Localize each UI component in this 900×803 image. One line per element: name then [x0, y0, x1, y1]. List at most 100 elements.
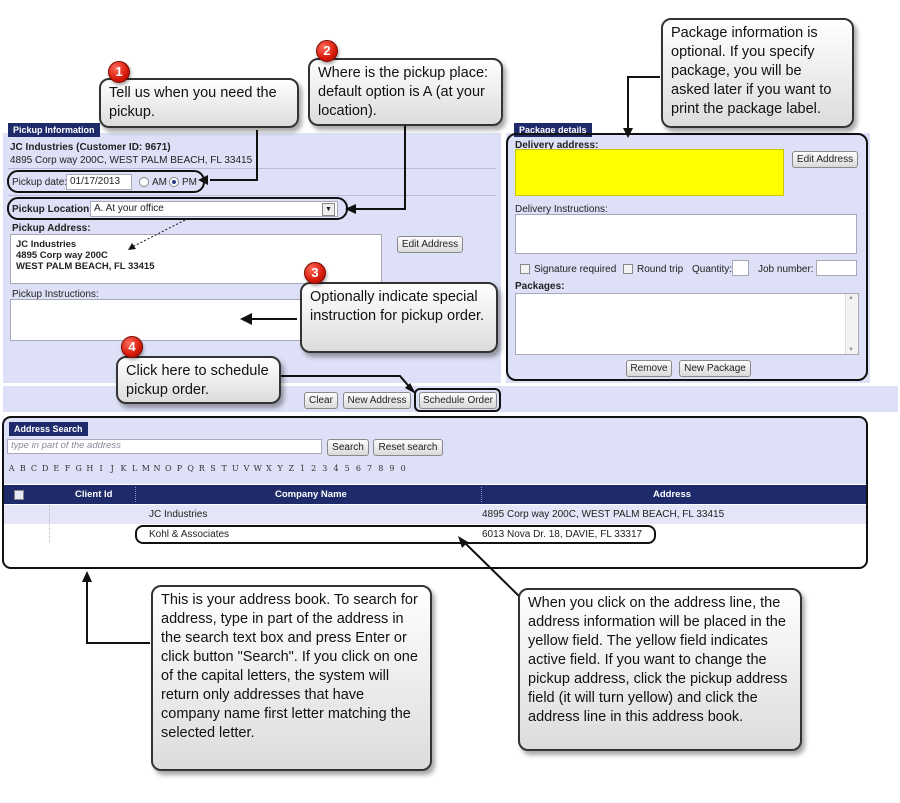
- schedule-order-button[interactable]: Schedule Order: [419, 392, 497, 409]
- callout-address-book-text: This is your address book. To search for…: [161, 592, 418, 741]
- letter-filter-item[interactable]: C: [30, 464, 38, 473]
- pickup-address-line: 4895 Corp way 200C: [16, 250, 108, 261]
- letter-filter-item[interactable]: 0: [400, 464, 406, 473]
- column-company-name[interactable]: Company Name: [275, 489, 347, 500]
- column-client-id[interactable]: Client Id: [75, 489, 113, 500]
- pickup-address-line: WEST PALM BEACH, FL 33415: [16, 261, 155, 272]
- letter-filter-item[interactable]: N: [153, 464, 161, 473]
- letter-filter-item[interactable]: 2: [311, 464, 317, 473]
- letter-filter-item[interactable]: H: [86, 464, 94, 473]
- letter-filter-item[interactable]: V: [243, 464, 250, 473]
- new-package-button[interactable]: New Package: [679, 360, 751, 377]
- packages-list[interactable]: ▲ ▼: [515, 293, 859, 355]
- pickup-location-label: Pickup Location:: [12, 204, 93, 215]
- letter-filter-item[interactable]: F: [64, 464, 71, 473]
- callout-package-text: Package information is optional. If you …: [671, 25, 832, 117]
- letter-filter-item[interactable]: L: [132, 464, 138, 473]
- scroll-down-icon[interactable]: ▼: [848, 347, 854, 353]
- divider: [8, 195, 496, 196]
- pm-radio[interactable]: [169, 177, 179, 187]
- schedule-highlight-ring: [414, 388, 501, 412]
- callout-address-book: This is your address book. To search for…: [151, 585, 432, 771]
- scrollbar[interactable]: ▲ ▼: [845, 294, 858, 354]
- signature-checkbox[interactable]: [520, 264, 530, 274]
- pickup-address-label: Pickup Address:: [12, 223, 91, 234]
- reset-search-button[interactable]: Reset search: [373, 439, 443, 456]
- callout-2-text: Where is the pickup place: default optio…: [318, 65, 489, 119]
- pickup-location-select[interactable]: A. At your office ▼: [90, 201, 338, 217]
- pickup-date-input[interactable]: 01/17/2013: [66, 174, 132, 190]
- arrow-book: [86, 580, 150, 644]
- job-number-input[interactable]: [816, 260, 857, 276]
- letter-filter-item[interactable]: S: [210, 464, 216, 473]
- letter-filter-item[interactable]: K: [120, 464, 127, 473]
- letter-filter-item[interactable]: T: [221, 464, 227, 473]
- pm-label: PM: [182, 177, 197, 188]
- letter-filter-item[interactable]: W: [253, 464, 262, 473]
- callout-package: Package information is optional. If you …: [661, 18, 854, 128]
- am-radio[interactable]: [139, 177, 149, 187]
- pickup-address-line: JC Industries: [16, 239, 77, 250]
- letter-filter-item[interactable]: Q: [187, 464, 194, 473]
- remove-package-button[interactable]: Remove: [626, 360, 672, 377]
- package-highlight-ring: [506, 133, 868, 381]
- letter-filter-item[interactable]: 7: [367, 464, 373, 473]
- letter-filter-item[interactable]: P: [176, 464, 183, 473]
- delivery-address-field[interactable]: [515, 149, 784, 196]
- address-search-placeholder: type in part of the address: [11, 440, 121, 451]
- letter-filter-item[interactable]: X: [266, 464, 272, 473]
- edit-pickup-address-button[interactable]: Edit Address: [397, 236, 463, 253]
- letter-filter-item[interactable]: M: [141, 464, 150, 473]
- select-all-checkbox[interactable]: [14, 490, 24, 500]
- pickup-header: Pickup Information: [8, 123, 100, 137]
- clear-button[interactable]: Clear: [304, 392, 338, 409]
- callout-2-badge: 2: [316, 40, 338, 62]
- letter-filter-item[interactable]: 1: [299, 464, 306, 473]
- scroll-up-icon[interactable]: ▲: [848, 295, 854, 301]
- letter-filter-item[interactable]: 8: [378, 464, 384, 473]
- callout-1: Tell us when you need the pickup.: [99, 78, 299, 128]
- callout-4-text: Click here to schedule pickup order.: [126, 363, 269, 398]
- edit-delivery-address-button[interactable]: Edit Address: [792, 151, 858, 168]
- round-trip-checkbox[interactable]: [623, 264, 633, 274]
- signature-label: Signature required: [534, 264, 617, 275]
- callout-1-text: Tell us when you need the pickup.: [109, 85, 277, 120]
- delivery-instructions-textarea[interactable]: [515, 214, 857, 254]
- letter-filter-item[interactable]: 3: [322, 464, 328, 473]
- callout-3-text: Optionally indicate special instruction …: [310, 289, 485, 324]
- letter-filter-item[interactable]: O: [164, 464, 172, 473]
- letter-filter-item[interactable]: 4: [333, 464, 339, 473]
- arrow-pkg: [627, 76, 660, 130]
- letter-filter-item[interactable]: 5: [344, 464, 350, 473]
- table-row[interactable]: JC Industries 4895 Corp way 200C, WEST P…: [3, 505, 866, 524]
- quantity-input[interactable]: [732, 260, 749, 276]
- column-address[interactable]: Address: [653, 489, 692, 500]
- letter-filter-item[interactable]: A: [8, 464, 15, 473]
- letter-filter-item[interactable]: 9: [389, 464, 395, 473]
- letter-filter-item[interactable]: J: [110, 464, 114, 473]
- letter-filter-item[interactable]: 6: [355, 464, 361, 473]
- letter-filter-item[interactable]: I: [99, 464, 103, 473]
- letter-filter-item[interactable]: Y: [277, 464, 283, 473]
- search-button[interactable]: Search: [327, 439, 369, 456]
- customer-name: JC Industries (Customer ID: 9671): [10, 142, 171, 153]
- letter-filter-item[interactable]: E: [53, 464, 60, 473]
- new-address-button[interactable]: New Address: [343, 392, 411, 409]
- letter-filter-item[interactable]: U: [231, 464, 239, 473]
- address-cell: 4895 Corp way 200C, WEST PALM BEACH, FL …: [482, 509, 725, 520]
- callout-3: Optionally indicate special instruction …: [300, 282, 498, 353]
- letter-filter-item[interactable]: Z: [288, 464, 295, 473]
- row-highlight-ring: [135, 525, 656, 544]
- callout-1-badge: 1: [108, 61, 130, 83]
- address-book-highlight-ring: [2, 416, 868, 569]
- address-search-input[interactable]: type in part of the address: [7, 439, 322, 454]
- letter-filter-item[interactable]: R: [198, 464, 205, 473]
- letter-filter-item[interactable]: D: [41, 464, 49, 473]
- company-cell: JC Industries: [149, 509, 208, 520]
- divider: [8, 168, 496, 169]
- letter-filter-item[interactable]: B: [19, 464, 26, 473]
- address-cell: 6013 Nova Dr. 18, DAVIE, FL 33317: [482, 529, 643, 540]
- customer-address: 4895 Corp way 200C, WEST PALM BEACH, FL …: [10, 155, 253, 166]
- letter-filter-item[interactable]: G: [75, 464, 82, 473]
